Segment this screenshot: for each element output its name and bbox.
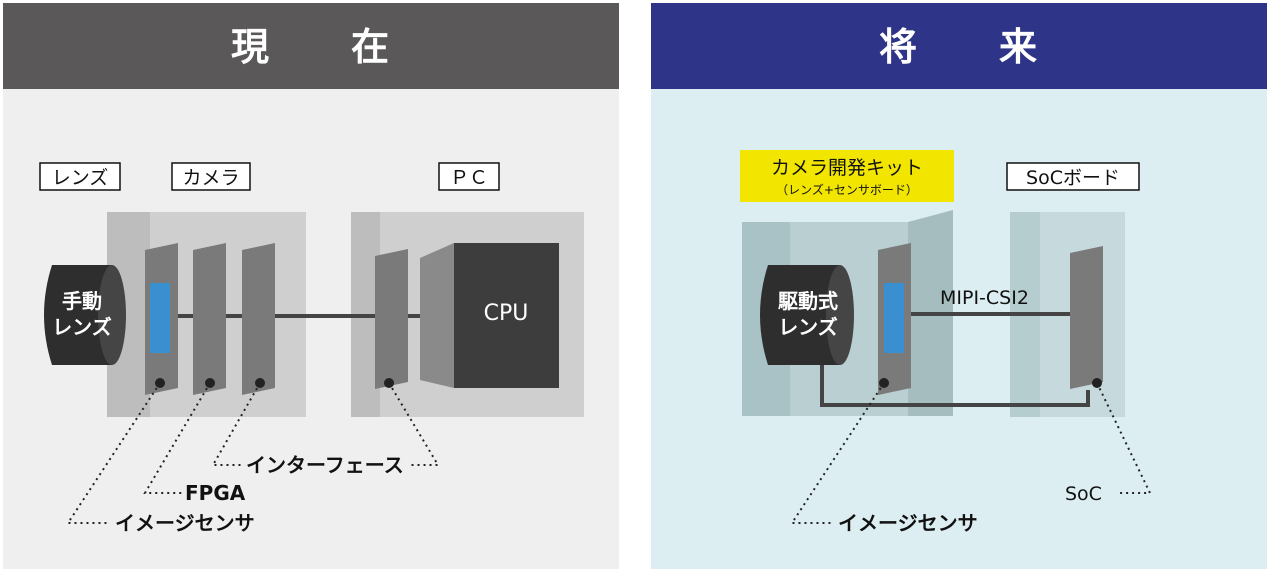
driven-lens xyxy=(760,265,849,365)
manual-lens-line2: レンズ xyxy=(52,315,112,339)
fpga-board xyxy=(193,243,226,395)
cpu-side xyxy=(420,243,454,388)
fpga-leader xyxy=(143,382,211,494)
mipi-label: MIPI-CSI2 xyxy=(940,287,1029,309)
image-sensor-callout-right: イメージセンサ xyxy=(838,511,978,535)
left-panel-header-bg xyxy=(3,3,619,89)
kit-subtitle: （レンズ+センサボード） xyxy=(776,182,918,197)
right-callout-leaders xyxy=(790,382,1152,524)
interface-board xyxy=(242,243,275,395)
right-panel: 将 来 カメラ開発キット （レンズ+センサボード） SoCボード MIPI-CS… xyxy=(651,3,1267,569)
right-panel-title: 将 来 xyxy=(879,25,1039,69)
right-panel-header-bg xyxy=(651,3,1267,89)
callout-leaders xyxy=(66,382,440,524)
soc-board-label: SoCボード xyxy=(1026,167,1120,189)
soc-callout: SoC xyxy=(1065,483,1102,505)
interface-callout: インターフェース xyxy=(246,453,404,477)
lens-label-box xyxy=(39,162,121,191)
manual-lens-face xyxy=(98,265,126,365)
pc-label-box xyxy=(438,162,500,191)
kit-label-box xyxy=(740,150,954,202)
manual-lens-line1: 手動 xyxy=(62,289,102,313)
pc-interface-leader xyxy=(388,382,440,466)
cpu-label: CPU xyxy=(484,301,529,326)
sensor-leader xyxy=(66,382,161,524)
lens-control-cable xyxy=(820,350,1090,407)
pc-interface-board xyxy=(375,249,408,389)
camera-body-side xyxy=(107,212,150,417)
camera-label-box xyxy=(171,162,251,191)
driven-lens-face xyxy=(826,265,854,365)
soc-board xyxy=(1070,246,1103,389)
cpu-block xyxy=(454,243,559,388)
kit-title: カメラ開発キット xyxy=(771,157,923,179)
driven-lens-line2: レンズ xyxy=(778,315,838,339)
sensor-leader-right xyxy=(790,382,885,524)
sensor-chip xyxy=(884,283,904,353)
left-panel: 現 在 レンズ カメラ ＰＣ CPU 手動 レンズ xyxy=(3,3,619,569)
driven-lens-line1: 駆動式 xyxy=(778,289,838,313)
pc-label: ＰＣ xyxy=(450,167,488,189)
left-panel-title: 現 在 xyxy=(231,25,391,69)
soc-board-label-box xyxy=(1006,162,1140,191)
image-sensor-callout: イメージセンサ xyxy=(115,511,255,535)
image-sensor-chip xyxy=(150,283,170,353)
lens-label: レンズ xyxy=(52,167,109,189)
interface-leader xyxy=(211,382,261,466)
fpga-callout: FPGA xyxy=(185,481,246,505)
camera-label: カメラ xyxy=(182,167,239,189)
